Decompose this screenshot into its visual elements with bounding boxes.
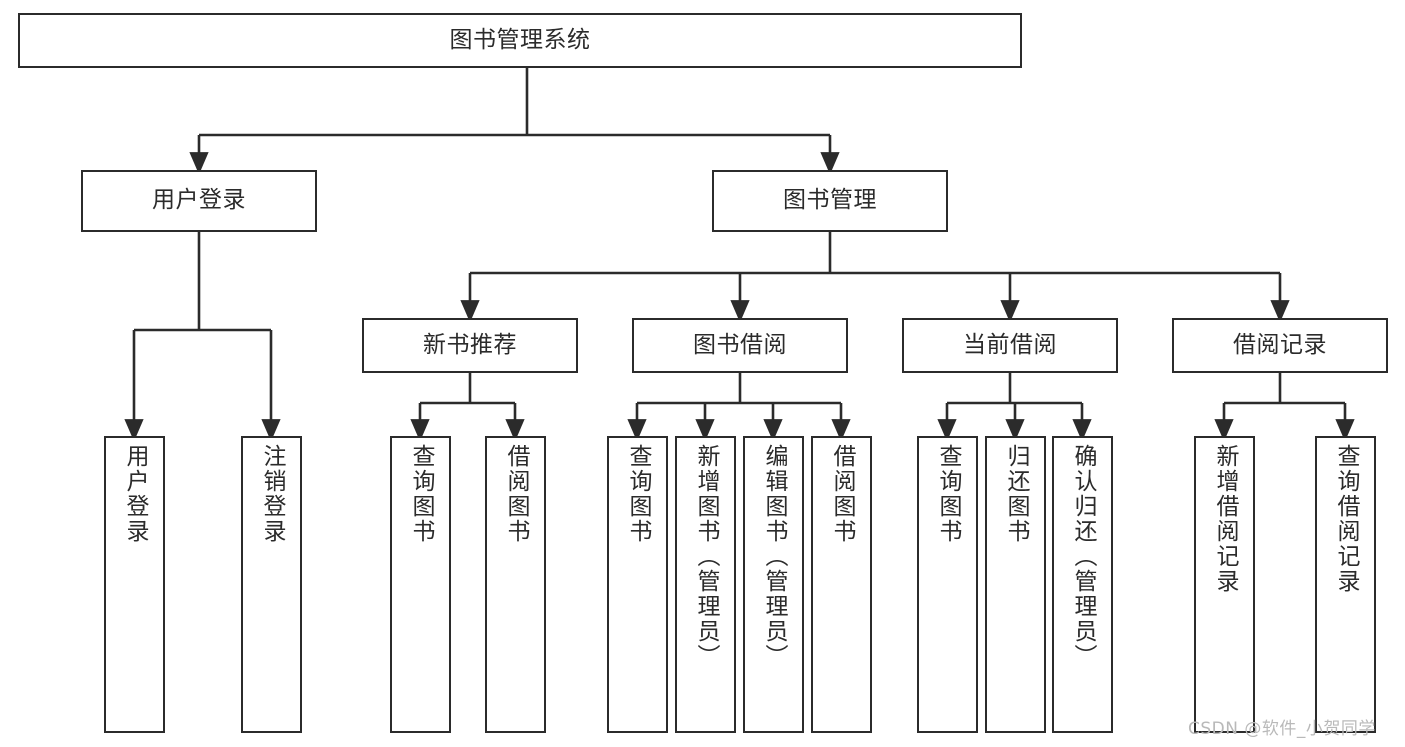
node-leaf-borrow-record-2[interactable]: 查询借阅记录 <box>1315 436 1376 733</box>
node-leaf-user-login-2[interactable]: 注销登录 <box>241 436 302 733</box>
node-leaf-book-borrow-2[interactable]: 新增图书（管理员） <box>675 436 736 733</box>
node-leaf-new-book-1-label: 查询图书 <box>408 444 434 544</box>
node-book-borrow-label: 图书借阅 <box>693 331 787 358</box>
node-user-login-label: 用户登录 <box>152 187 246 214</box>
node-leaf-book-borrow-3[interactable]: 编辑图书（管理员） <box>743 436 804 733</box>
node-leaf-book-borrow-4-label: 借阅图书 <box>829 444 855 544</box>
node-current-borrow[interactable]: 当前借阅 <box>902 318 1118 373</box>
node-leaf-new-book-1[interactable]: 查询图书 <box>390 436 451 733</box>
node-leaf-current-borrow-1[interactable]: 查询图书 <box>917 436 978 733</box>
node-book-manage-label: 图书管理 <box>783 187 877 214</box>
node-leaf-book-borrow-1-label: 查询图书 <box>625 444 651 544</box>
node-leaf-book-borrow-4[interactable]: 借阅图书 <box>811 436 872 733</box>
node-borrow-record[interactable]: 借阅记录 <box>1172 318 1388 373</box>
node-leaf-new-book-2[interactable]: 借阅图书 <box>485 436 546 733</box>
csdn-watermark: CSDN @软件_小贺同学 <box>1188 719 1376 739</box>
node-leaf-borrow-record-1-label: 新增借阅记录 <box>1212 444 1238 594</box>
node-leaf-current-borrow-2-label: 归还图书 <box>1003 444 1029 544</box>
node-root-system[interactable]: 图书管理系统 <box>18 13 1022 68</box>
node-book-borrow[interactable]: 图书借阅 <box>632 318 848 373</box>
node-leaf-user-login-1[interactable]: 用户登录 <box>104 436 165 733</box>
node-leaf-user-login-2-label: 注销登录 <box>259 444 285 544</box>
node-leaf-current-borrow-3[interactable]: 确认归还（管理员） <box>1052 436 1113 733</box>
node-new-book-recommend-label: 新书推荐 <box>423 331 517 358</box>
node-leaf-book-borrow-1[interactable]: 查询图书 <box>607 436 668 733</box>
node-new-book-recommend[interactable]: 新书推荐 <box>362 318 578 373</box>
node-borrow-record-label: 借阅记录 <box>1233 331 1327 358</box>
node-leaf-current-borrow-3-label: 确认归还（管理员） <box>1070 444 1096 669</box>
node-current-borrow-label: 当前借阅 <box>963 331 1057 358</box>
node-leaf-user-login-1-label: 用户登录 <box>122 444 148 544</box>
node-leaf-book-borrow-3-label: 编辑图书（管理员） <box>761 444 787 669</box>
node-user-login[interactable]: 用户登录 <box>81 170 317 232</box>
node-leaf-current-borrow-1-label: 查询图书 <box>935 444 961 544</box>
node-root-system-label: 图书管理系统 <box>449 26 591 53</box>
node-book-manage[interactable]: 图书管理 <box>712 170 948 232</box>
node-leaf-new-book-2-label: 借阅图书 <box>503 444 529 544</box>
node-leaf-book-borrow-2-label: 新增图书（管理员） <box>693 444 719 669</box>
node-leaf-borrow-record-2-label: 查询借阅记录 <box>1333 444 1359 594</box>
node-leaf-borrow-record-1[interactable]: 新增借阅记录 <box>1194 436 1255 733</box>
node-leaf-current-borrow-2[interactable]: 归还图书 <box>985 436 1046 733</box>
